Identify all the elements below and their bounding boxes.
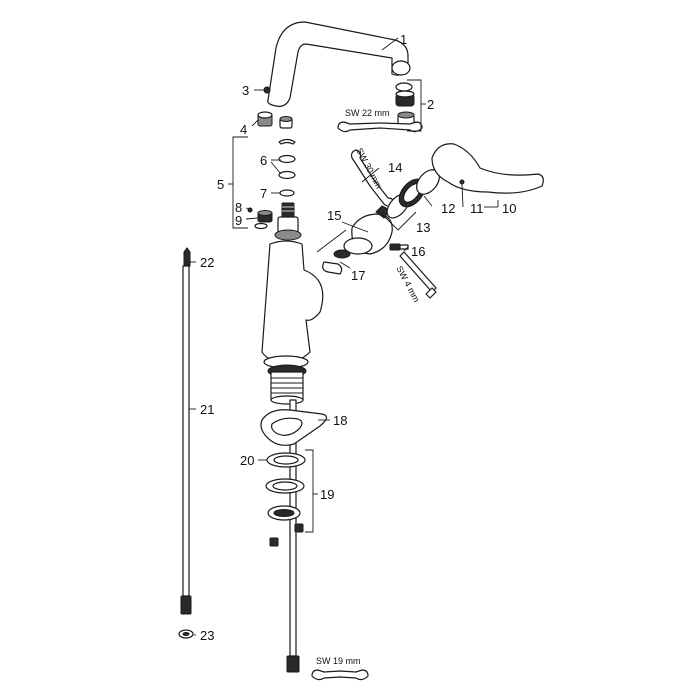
- bracket-2: [407, 79, 426, 132]
- callout-21: 21: [200, 402, 214, 417]
- wrench-19mm-label: SW 19 mm: [316, 656, 361, 666]
- callout-11: 11: [470, 201, 484, 216]
- callout-19: 19: [320, 487, 334, 502]
- callout-2: 2: [427, 97, 434, 112]
- callout-8: 8: [235, 200, 242, 215]
- callout-15: 15: [327, 208, 341, 223]
- o-rings-6-7: [278, 138, 296, 197]
- callout-7: 7: [260, 186, 267, 201]
- callout-16: 16: [411, 244, 425, 259]
- bracket-10-11: [484, 200, 499, 208]
- callout-4: 4: [240, 122, 247, 137]
- center-supply-hose: [286, 399, 300, 673]
- washer-set-19-20: [265, 452, 306, 547]
- bracket-5: [228, 136, 248, 229]
- callout-18: 18: [333, 413, 347, 428]
- bracket-19: [305, 449, 318, 533]
- set-screw-3: [263, 86, 271, 94]
- rings-12-13: [386, 169, 440, 219]
- callout-17: 17: [351, 268, 365, 283]
- callout-23: 23: [200, 628, 214, 643]
- callout-12: 12: [441, 201, 455, 216]
- wrench-22mm-label: SW 22 mm: [345, 108, 390, 118]
- callout-10: 10: [502, 201, 516, 216]
- lever-handle-10: [431, 143, 544, 194]
- clip-17: [322, 261, 343, 275]
- bracket-13: [381, 211, 417, 231]
- bushing-4: [257, 111, 293, 129]
- callout-labels: 1 2 3 4 5 6 7 8 9 10 11 12 13 14 15 16 1…: [200, 32, 516, 643]
- mounting-plate-18: [260, 409, 328, 446]
- callout-20: 20: [240, 453, 254, 468]
- wrench-22mm: [337, 121, 423, 133]
- cartridge-15: [333, 205, 393, 259]
- hex-key-4mm: [399, 251, 437, 299]
- wrench-19mm: [311, 669, 369, 681]
- callout-13: 13: [416, 220, 430, 235]
- callout-22: 22: [200, 255, 214, 270]
- callout-5: 5: [217, 177, 224, 192]
- spout: [267, 21, 411, 107]
- callout-9: 9: [235, 213, 242, 228]
- aerator-set: [395, 82, 415, 129]
- callout-6: 6: [260, 153, 267, 168]
- left-supply-hose: [178, 247, 194, 639]
- callout-3: 3: [242, 83, 249, 98]
- callout-14: 14: [388, 160, 402, 175]
- leader-lines: [189, 37, 464, 636]
- faucet-body: [261, 240, 324, 363]
- callout-1: 1: [400, 32, 407, 47]
- threaded-shank: [263, 355, 309, 405]
- valve-stem: [274, 202, 302, 241]
- wrench-30mm: [350, 149, 395, 207]
